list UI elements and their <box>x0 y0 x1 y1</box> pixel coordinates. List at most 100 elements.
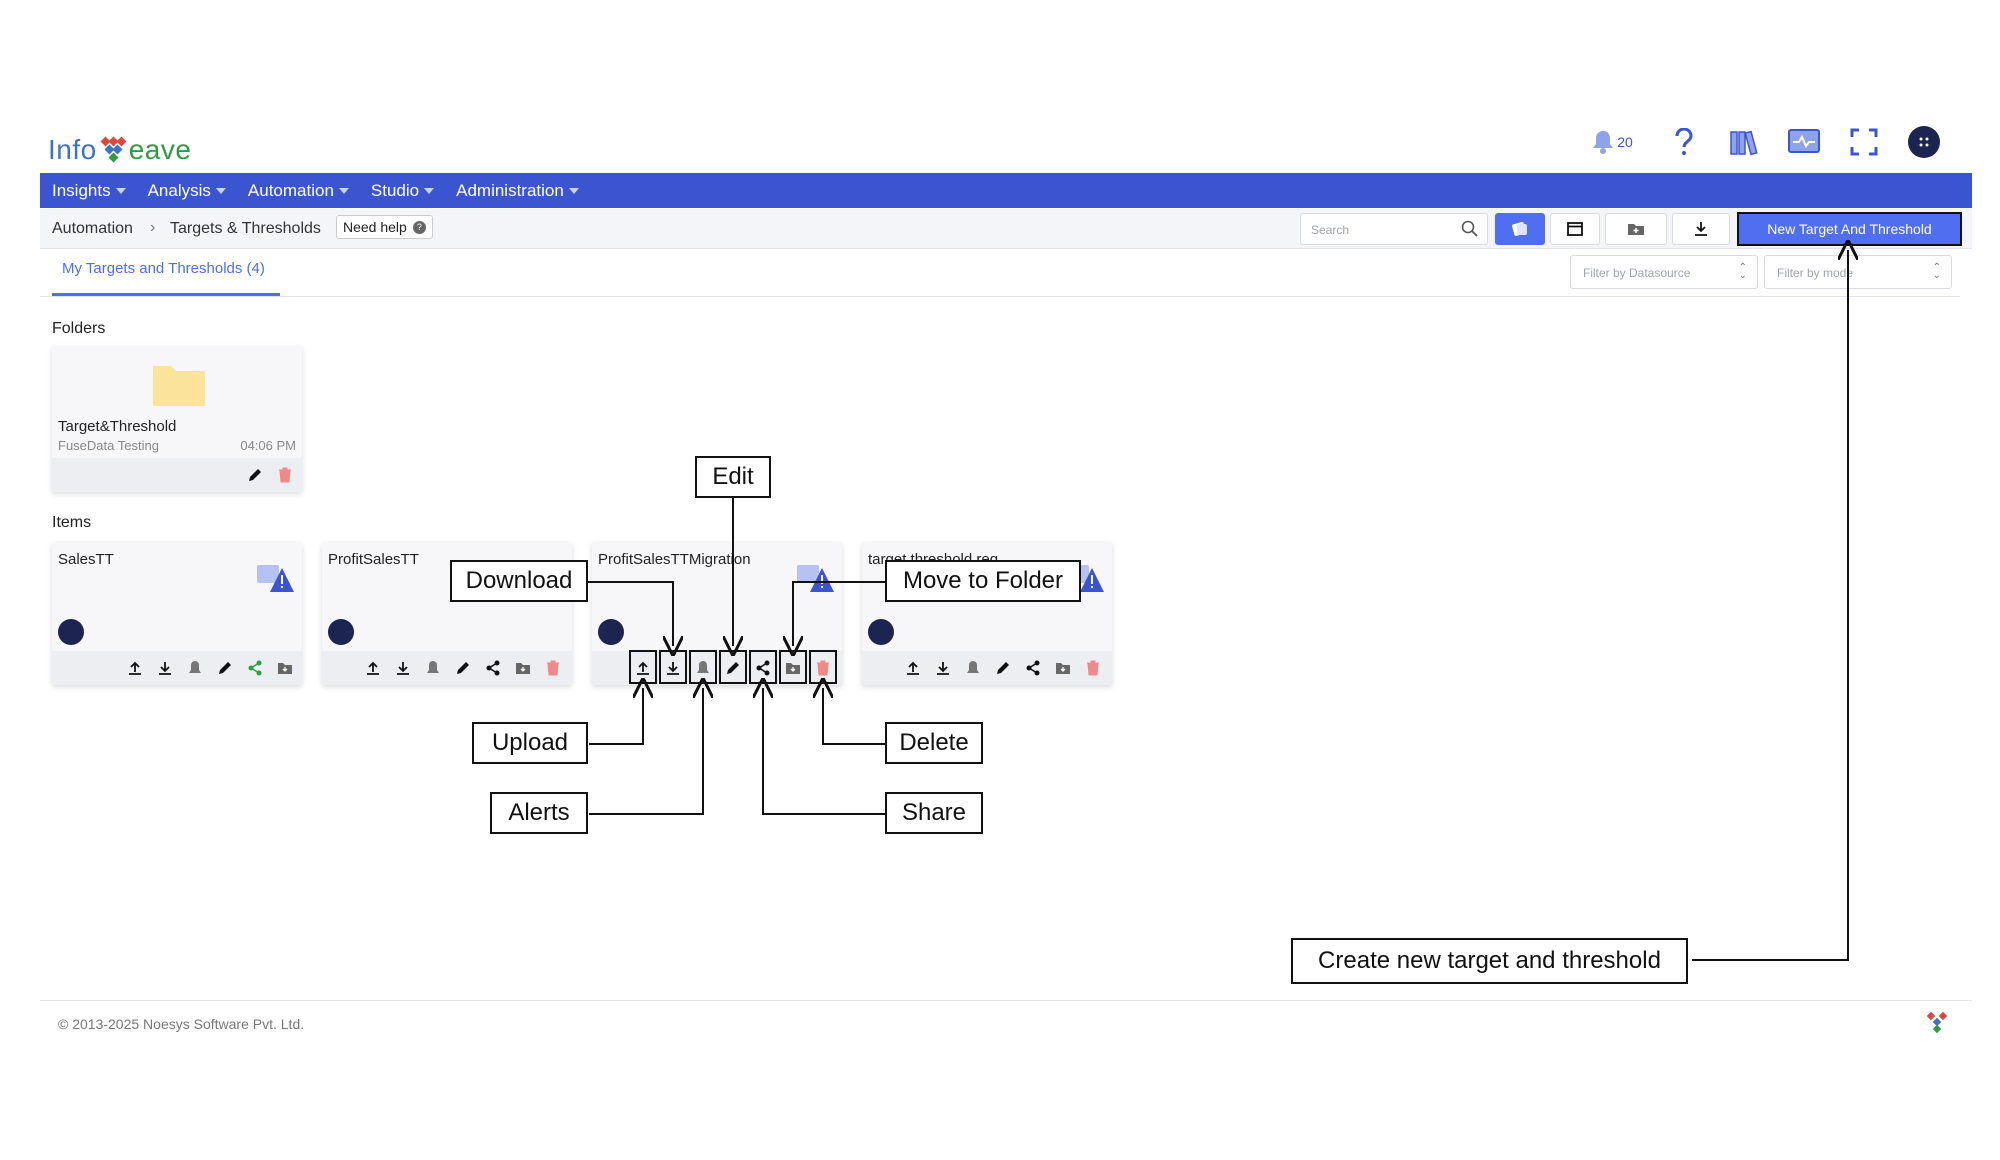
tab-divider <box>40 296 1960 297</box>
nav-analysis[interactable]: Analysis <box>148 181 226 201</box>
nav-insights[interactable]: Insights <box>52 181 126 201</box>
copyright-text: © 2013-2025 Noesys Software Pvt. Ltd. <box>58 1016 305 1032</box>
download-button[interactable] <box>154 657 176 679</box>
need-help-button[interactable]: Need help ? <box>336 215 433 239</box>
user-avatar[interactable] <box>1908 126 1940 158</box>
folder-card[interactable]: Target&Threshold FuseData Testing 04:06 … <box>52 346 302 492</box>
share-icon <box>486 660 500 676</box>
download-button[interactable] <box>392 657 414 679</box>
filter-datasource-select[interactable]: Filter by Datasource ⌃⌄ <box>1570 255 1758 289</box>
item-name: SalesTT <box>58 551 114 568</box>
share-icon <box>1026 660 1040 676</box>
edit-button[interactable] <box>722 657 744 679</box>
header-toolbar: 20 <box>1584 126 1940 158</box>
item-name: ProfitSalesTT <box>328 551 419 568</box>
chevron-down-icon <box>338 187 349 194</box>
cards-view-icon <box>1512 222 1527 236</box>
share-button[interactable] <box>1022 657 1044 679</box>
add-folder-icon <box>1628 224 1644 235</box>
upload-icon <box>907 661 919 675</box>
owner-avatar <box>868 619 894 645</box>
infoweave-logo[interactable]: Info eave <box>48 128 191 166</box>
callout-upload: Upload <box>472 722 588 764</box>
target-warning-icon <box>797 565 834 592</box>
move-folder-icon <box>786 663 800 674</box>
share-button[interactable] <box>482 657 504 679</box>
bell-icon <box>189 661 201 673</box>
highlight-download <box>659 650 687 684</box>
new-folder-button[interactable] <box>1605 213 1667 245</box>
card-view-toggle[interactable] <box>1495 213 1545 245</box>
bell-icon <box>697 661 709 673</box>
move-to-folder-button[interactable] <box>1052 657 1074 679</box>
bell-icon <box>427 661 439 673</box>
folder-edit-button[interactable] <box>244 464 266 486</box>
alerts-button[interactable] <box>422 657 444 679</box>
download-icon <box>937 662 949 675</box>
move-to-folder-button[interactable] <box>512 657 534 679</box>
download-button[interactable] <box>932 657 954 679</box>
delete-button[interactable] <box>1082 657 1104 679</box>
alerts-button[interactable] <box>692 657 714 679</box>
delete-button[interactable] <box>542 657 564 679</box>
library-button[interactable] <box>1728 126 1760 158</box>
tab-my-targets[interactable]: My Targets and Thresholds (4) <box>52 252 280 296</box>
edit-button[interactable] <box>214 657 236 679</box>
alerts-button[interactable] <box>184 657 206 679</box>
item-name: ProfitSalesTTMigration <box>598 551 751 568</box>
nav-studio-label: Studio <box>370 180 420 200</box>
chevron-down-icon <box>568 187 579 194</box>
item-action-bar <box>52 651 302 685</box>
breadcrumb-automation[interactable]: Automation <box>52 220 133 237</box>
filter-datasource-placeholder: Filter by Datasource <box>1583 266 1691 280</box>
folder-subtitle: FuseData Testing <box>58 438 159 453</box>
download-button[interactable] <box>662 657 684 679</box>
item-card[interactable]: SalesTT <box>52 542 302 685</box>
highlight-share <box>749 650 777 684</box>
move-to-folder-button[interactable] <box>782 657 804 679</box>
upload-icon <box>637 661 649 675</box>
search-placeholder: Search <box>1311 223 1350 237</box>
upload-button[interactable] <box>902 657 924 679</box>
upload-button[interactable] <box>362 657 384 679</box>
pencil-icon <box>249 469 261 481</box>
avatar-grid-icon <box>1919 137 1929 147</box>
main-nav: Insights Analysis Automation Studio Admi… <box>40 173 1972 208</box>
upload-icon <box>367 661 379 675</box>
folder-icon <box>153 366 205 406</box>
nav-automation[interactable]: Automation <box>248 181 349 201</box>
upload-button[interactable] <box>632 657 654 679</box>
notifications-button[interactable]: 20 <box>1584 126 1640 158</box>
highlight-move <box>779 650 807 684</box>
delete-button[interactable] <box>812 657 834 679</box>
share-button[interactable] <box>752 657 774 679</box>
folders-heading: Folders <box>52 320 106 337</box>
help-button[interactable] <box>1668 126 1700 158</box>
fullscreen-button[interactable] <box>1848 126 1880 158</box>
share-button[interactable] <box>244 657 266 679</box>
share-icon <box>756 660 770 676</box>
select-updown-icon: ⌃⌄ <box>1738 262 1747 281</box>
nav-administration[interactable]: Administration <box>456 181 579 201</box>
help-question-icon: ? <box>412 220 426 234</box>
monitor-button[interactable] <box>1788 126 1820 158</box>
list-view-toggle[interactable] <box>1550 213 1600 245</box>
breadcrumb-chevron-icon: › <box>150 219 156 236</box>
search-input[interactable]: Search <box>1300 213 1488 245</box>
footer-divider <box>40 1000 1972 1001</box>
folder-delete-button[interactable] <box>274 464 296 486</box>
edit-button[interactable] <box>452 657 474 679</box>
download-all-button[interactable] <box>1672 213 1730 245</box>
nav-studio[interactable]: Studio <box>370 180 435 201</box>
chevron-down-icon <box>424 187 435 194</box>
move-to-folder-button[interactable] <box>274 657 296 679</box>
filter-mode-select[interactable]: Filter by mode ⌃⌄ <box>1764 255 1952 289</box>
new-target-threshold-button[interactable]: New Target And Threshold <box>1737 212 1962 246</box>
upload-icon <box>129 661 141 675</box>
upload-button[interactable] <box>124 657 146 679</box>
trash-icon <box>817 660 829 676</box>
need-help-label: Need help <box>343 219 407 235</box>
edit-button[interactable] <box>992 657 1014 679</box>
alerts-button[interactable] <box>962 657 984 679</box>
target-warning-icon <box>257 565 294 592</box>
